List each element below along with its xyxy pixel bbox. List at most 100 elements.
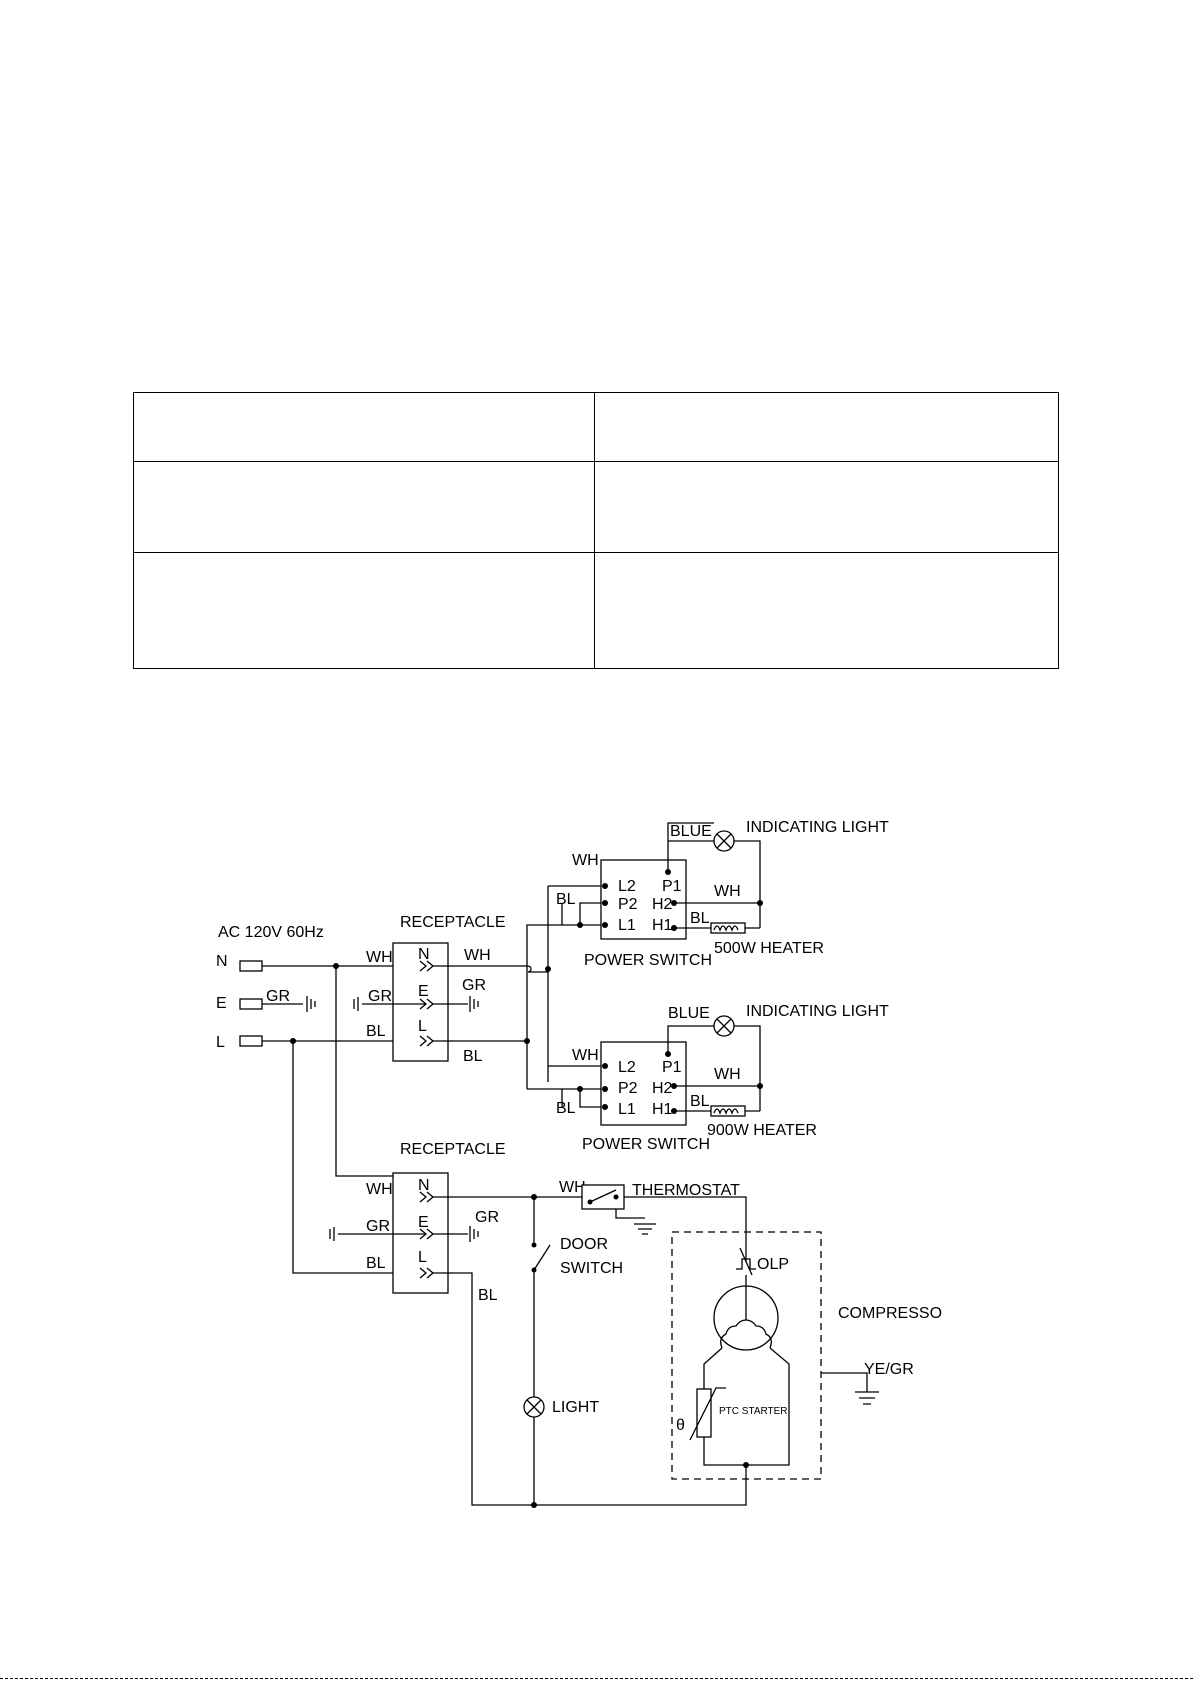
receptacle-top-n: N	[418, 946, 430, 963]
wire-label-bl: BL	[478, 1287, 498, 1304]
junction	[757, 900, 763, 906]
receptacle-bottom: RECEPTACLE N E L WH GR BL GR BL	[329, 1141, 506, 1304]
wire-label-wh: WH	[714, 1066, 741, 1083]
ground-symbol	[433, 1226, 479, 1242]
switch-bottom-l1: L1	[618, 1101, 636, 1118]
receptacle-bottom-n: N	[418, 1177, 430, 1194]
table-cell	[133, 392, 595, 462]
heater-bottom-label: 900W HEATER	[707, 1122, 817, 1139]
ground-symbol	[306, 996, 316, 1012]
wire-label-gr: GR	[462, 977, 486, 994]
junction	[577, 922, 583, 928]
wire-label-wh: WH	[572, 1047, 599, 1064]
power-switch-bottom: WH BL L2 P2 L1 P1 H2 H1 POWER SWITCH BLU…	[527, 1003, 889, 1153]
switch-top-p1: P1	[662, 878, 682, 895]
compressor-label: COMPRESSO	[838, 1305, 942, 1322]
contact-dot	[531, 1242, 537, 1248]
switch-bottom-h2: H2	[652, 1080, 673, 1097]
ground-symbol	[353, 997, 426, 1011]
receptacle-top-l: L	[418, 1018, 427, 1035]
wire-label-bl: BL	[690, 910, 710, 927]
heater-coil	[713, 1108, 739, 1115]
junction	[757, 1083, 763, 1089]
terminal-l	[239, 1035, 263, 1047]
ground-symbol	[433, 996, 479, 1012]
terminal-dot	[602, 900, 608, 906]
wire-label-wh: WH	[366, 1181, 393, 1198]
wire-label-blue: BLUE	[670, 823, 712, 840]
wire-label-bl: BL	[690, 1093, 710, 1110]
wire-l-bottom-out	[433, 1272, 747, 1506]
terminal-dot	[602, 883, 608, 889]
receptacle-top-title: RECEPTACLE	[400, 914, 506, 931]
wire-label-wh: WH	[366, 949, 393, 966]
contact-dot	[587, 1199, 593, 1205]
thermostat: THERMOSTAT	[581, 1182, 747, 1250]
table-cell	[594, 552, 1059, 669]
door-switch-label-1: DOOR	[560, 1236, 608, 1253]
compressor-box	[671, 1231, 822, 1480]
indicating-light-top-label: INDICATING LIGHT	[746, 819, 889, 836]
wire-label-bl: BL	[556, 891, 576, 908]
motor-coils	[720, 1285, 772, 1349]
wire	[667, 1025, 714, 1054]
wire	[734, 1025, 761, 1111]
terminal-n	[239, 960, 263, 972]
receptacle-top-e: E	[418, 983, 429, 1000]
compressor: OLP PTC STARTER θ COMPRESSO YE/GR	[671, 1231, 942, 1480]
table-cell	[133, 552, 595, 669]
heater-coil	[713, 925, 739, 932]
wire-label-wh: WH	[714, 883, 741, 900]
supply-voltage-label: AC 120V 60Hz	[218, 924, 324, 941]
heater-top-label: 500W HEATER	[714, 940, 824, 957]
power-switch-top: WH BL L2 P2 L1 P1 H2 H1 POWER SWITCH BLU…	[526, 819, 889, 969]
receptacle-top: RECEPTACLE N E L GR GR WH BL	[353, 914, 506, 1065]
wire-label-bl: BL	[463, 1048, 483, 1065]
lamp-cross	[716, 833, 732, 849]
wire-label-bl: BL	[366, 1023, 386, 1040]
supply-wires: GR WH BL	[262, 949, 393, 1274]
door-switch-label-2: SWITCH	[560, 1260, 623, 1277]
ptc-label: PTC STARTER	[719, 1406, 788, 1417]
wire-label-gr: GR	[366, 1218, 390, 1235]
switch-top-l1: L1	[618, 917, 636, 934]
empty-table	[133, 392, 1059, 669]
door-switch-contact	[533, 1244, 551, 1271]
junction	[577, 1086, 583, 1092]
junction	[524, 1038, 530, 1044]
page-bottom-rule	[0, 1678, 1193, 1679]
receptacle-bottom-e: E	[418, 1214, 429, 1231]
thermostat-ground	[615, 1209, 656, 1235]
switch-top-h1: H1	[652, 917, 673, 934]
light-label: LIGHT	[552, 1399, 599, 1416]
thermostat-contact	[589, 1189, 617, 1203]
lamp-cross	[716, 1018, 732, 1034]
wire-l-branch	[292, 1041, 393, 1274]
wire	[667, 822, 714, 872]
table-cell	[133, 461, 595, 553]
lamp-cross	[526, 1399, 542, 1415]
terminal-dot	[602, 1063, 608, 1069]
olp-symbol	[736, 1247, 756, 1276]
supply-terminals: AC 120V 60Hz N E L	[216, 924, 324, 1051]
indicating-light-bottom-label: INDICATING LIGHT	[746, 1003, 889, 1020]
wire-label-bl: BL	[556, 1100, 576, 1117]
compressor-ground	[821, 1372, 879, 1405]
terminal-dot	[602, 1086, 608, 1092]
wire-label-wh: WH	[572, 852, 599, 869]
switch-bottom-p1: P1	[662, 1059, 682, 1076]
door-switch: DOOR SWITCH LIGHT	[523, 1197, 623, 1505]
wire-label-ye-gr: YE/GR	[864, 1361, 914, 1378]
light-lamp	[523, 1396, 545, 1418]
wire	[527, 1088, 605, 1108]
junction	[545, 966, 551, 972]
switch-bottom-p2: P2	[618, 1080, 638, 1097]
heater-bottom	[710, 1105, 746, 1117]
wire-label-gr: GR	[266, 988, 290, 1005]
thermostat-label: THERMOSTAT	[632, 1182, 740, 1199]
wire-label-gr: GR	[475, 1209, 499, 1226]
olp-label: OLP	[757, 1256, 789, 1273]
wire-label-blue: BLUE	[668, 1005, 710, 1022]
receptacle-bottom-title: RECEPTACLE	[400, 1141, 506, 1158]
